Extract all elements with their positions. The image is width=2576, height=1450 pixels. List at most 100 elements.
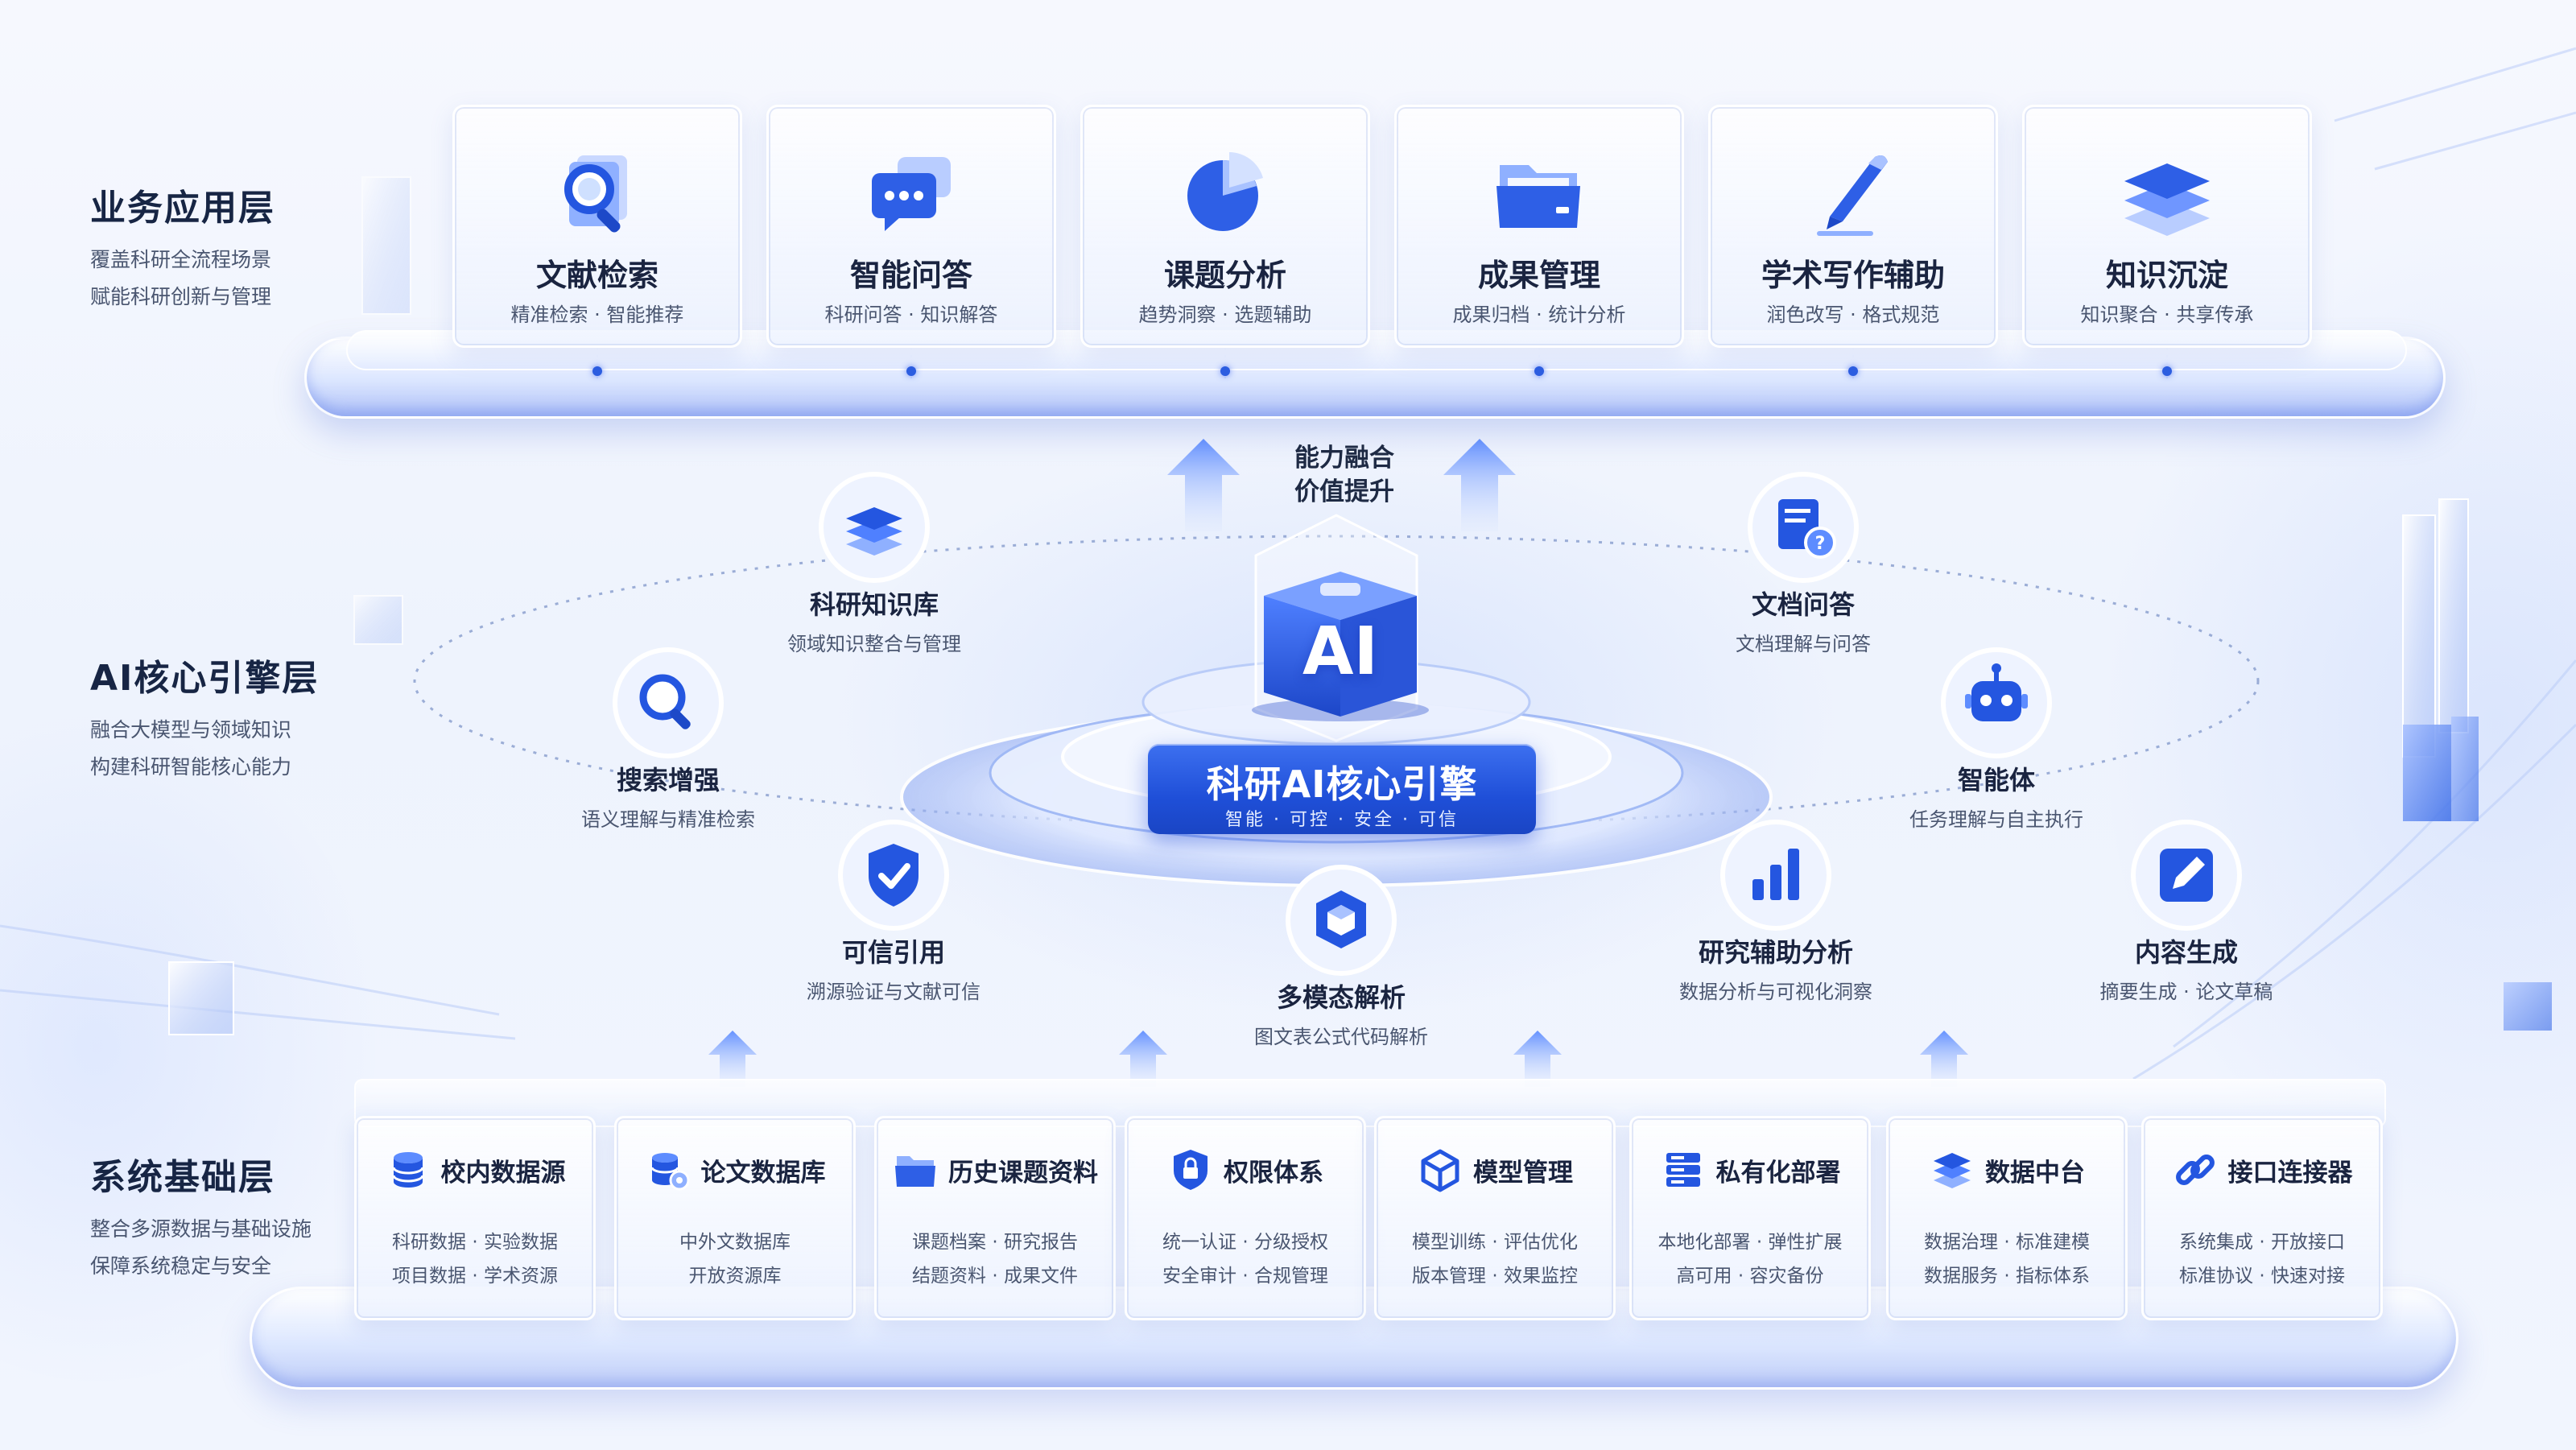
edit-icon <box>2131 820 2242 931</box>
lock-shield-icon <box>1174 1150 1208 1190</box>
app-subtitle: 趋势洞察 · 选题辅助 <box>1138 304 1312 326</box>
capability-subtitle: 文档理解与问答 <box>1736 633 1871 655</box>
bar-chart-icon <box>1720 820 1831 931</box>
app-card-topic-analysis[interactable]: 课题分析 趋势洞察 · 选题辅助 <box>1080 105 1370 376</box>
search-icon <box>613 647 724 758</box>
foundation-title: 论文数据库 <box>700 1158 826 1188</box>
layer-title: 系统基础层 <box>90 1157 275 1198</box>
foundation-title: 数据中台 <box>1985 1158 2085 1188</box>
foundation-line: 高可用 · 容灾备份 <box>1676 1266 1824 1287</box>
core-engine-banner[interactable]: 科研AI核心引擎 智能 · 可控 · 安全 · 可信 <box>1148 744 1536 834</box>
app-card-academic-writing[interactable]: 学术写作辅助 润色改写 · 格式规范 <box>1708 105 1998 376</box>
capability-trusted-citation[interactable]: 可信引用 溯源验证与文献可信 <box>741 815 1046 1004</box>
layer-desc-line: 赋能科研创新与管理 <box>90 285 272 308</box>
capability-multimodal-parsing[interactable]: 多模态解析 图文表公式代码解析 <box>1188 860 1494 1049</box>
foundation-line: 数据服务 · 指标体系 <box>1924 1266 2090 1287</box>
layer-desc-line: 融合大模型与领域知识 <box>90 718 292 742</box>
robot-icon <box>1941 647 2052 758</box>
foundation-card-paper-database[interactable]: 论文数据库 中外文数据库 开放资源库 <box>614 1116 856 1320</box>
app-subtitle: 科研问答 · 知识解答 <box>824 304 998 326</box>
foundation-line: 数据治理 · 标准建模 <box>1924 1232 2090 1253</box>
app-card-smart-qa[interactable]: 智能问答 科研问答 · 知识解答 <box>766 105 1056 376</box>
foundation-line: 版本管理 · 效果监控 <box>1412 1266 1578 1287</box>
foundation-line: 项目数据 · 学术资源 <box>392 1266 558 1287</box>
server-icon <box>1666 1153 1700 1187</box>
foundation-line: 课题档案 · 研究报告 <box>912 1232 1078 1253</box>
cube-icon <box>1286 865 1397 976</box>
ai-core-cube-icon <box>1252 572 1429 721</box>
foundation-title: 历史课题资料 <box>948 1158 1098 1188</box>
layer-desc-line: 覆盖科研全流程场景 <box>90 248 272 271</box>
capability-document-qa[interactable]: ? 文档问答 文档理解与问答 <box>1650 467 1956 656</box>
foundation-line: 结题资料 · 成果文件 <box>912 1266 1078 1287</box>
application-layer-label: 业务应用层 覆盖科研全流程场景 赋能科研创新与管理 <box>90 179 275 316</box>
foundation-line: 模型训练 · 评估优化 <box>1412 1232 1578 1253</box>
capability-knowledge-base[interactable]: 科研知识库 领域知识整合与管理 <box>721 467 1027 656</box>
foundation-line: 开放资源库 <box>688 1266 782 1287</box>
app-title: 文献检索 <box>535 258 658 293</box>
capability-content-generation[interactable]: 内容生成 摘要生成 · 论文草稿 <box>2033 815 2339 1004</box>
layer-desc-line: 整合多源数据与基础设施 <box>90 1217 312 1241</box>
foundation-card-api-connector[interactable]: 接口连接器 系统集成 · 开放接口 标准协议 · 快速对接 <box>2141 1116 2383 1320</box>
app-title: 知识沉淀 <box>2105 258 2228 293</box>
flow-label-line: 价值提升 <box>1294 477 1394 506</box>
foundation-title: 接口连接器 <box>2227 1158 2353 1188</box>
connector-dot <box>592 366 602 376</box>
foundation-card-historical-topics[interactable]: 历史课题资料 课题档案 · 研究报告 结题资料 · 成果文件 <box>874 1116 1116 1320</box>
foundation-line: 系统集成 · 开放接口 <box>2179 1232 2345 1253</box>
layers-icon <box>2124 163 2210 236</box>
capability-title: 搜索增强 <box>616 765 720 795</box>
capability-title: 可信引用 <box>841 937 945 968</box>
foundation-title: 校内数据源 <box>440 1158 566 1188</box>
capability-subtitle: 溯源验证与文献可信 <box>807 981 980 1003</box>
chat-bubble-icon <box>872 157 951 231</box>
foundation-card-private-deployment[interactable]: 私有化部署 本地化部署 · 弹性扩展 高可用 · 容灾备份 <box>1629 1116 1871 1320</box>
connector-dot <box>1220 366 1230 376</box>
foundation-line: 统一认证 · 分级授权 <box>1162 1232 1328 1253</box>
app-card-knowledge-accumulation[interactable]: 知识沉淀 知识聚合 · 共享传承 <box>2022 105 2312 376</box>
capability-title: 智能体 <box>1957 765 2035 795</box>
capability-subtitle: 数据分析与可视化洞察 <box>1679 981 1872 1003</box>
flow-label-line: 能力融合 <box>1294 444 1394 473</box>
foundation-line: 中外文数据库 <box>679 1232 791 1253</box>
foundation-title: 私有化部署 <box>1715 1158 1841 1188</box>
layers-icon <box>1934 1153 1971 1188</box>
search-document-icon <box>564 155 627 233</box>
foundation-line: 安全审计 · 合规管理 <box>1162 1266 1328 1287</box>
capability-subtitle: 语义理解与精准检索 <box>581 808 755 831</box>
core-engine-title: 科研AI核心引擎 <box>1206 762 1478 806</box>
app-subtitle: 知识聚合 · 共享传承 <box>2080 304 2254 326</box>
link-icon <box>2175 1155 2215 1185</box>
foundation-title: 权限体系 <box>1224 1158 1323 1188</box>
foundation-card-campus-data[interactable]: 校内数据源 科研数据 · 实验数据 项目数据 · 学术资源 <box>354 1116 596 1320</box>
connector-dot <box>2162 366 2172 376</box>
capability-search-enhancement[interactable]: 搜索增强 语义理解与精准检索 <box>515 642 821 832</box>
app-title: 智能问答 <box>849 258 972 293</box>
connector-dot <box>1534 366 1544 376</box>
capability-title: 文档问答 <box>1751 589 1855 620</box>
capability-research-analysis[interactable]: 研究辅助分析 数据分析与可视化洞察 <box>1623 815 1929 1004</box>
foundation-line: 本地化部署 · 弹性扩展 <box>1657 1232 1843 1253</box>
layer-desc-line: 保障系统稳定与安全 <box>90 1254 272 1278</box>
layer-title: 业务应用层 <box>90 188 275 229</box>
shield-check-icon <box>838 820 949 931</box>
app-card-achievement-management[interactable]: 成果管理 成果归档 · 统计分析 <box>1394 105 1684 376</box>
pie-chart-icon <box>1187 152 1263 231</box>
app-title: 课题分析 <box>1163 258 1286 293</box>
layer-title: AI核心引擎层 <box>90 658 320 699</box>
app-subtitle: 成果归档 · 统计分析 <box>1452 304 1626 326</box>
app-subtitle: 精准检索 · 智能推荐 <box>510 304 684 326</box>
foundation-line: 科研数据 · 实验数据 <box>392 1232 558 1253</box>
ai-badge: AI <box>1302 613 1378 690</box>
folder-icon <box>1496 165 1580 228</box>
foundation-card-model-management[interactable]: 模型管理 模型训练 · 评估优化 版本管理 · 效果监控 <box>1374 1116 1616 1320</box>
capability-title: 内容生成 <box>2134 937 2238 968</box>
foundation-card-data-platform[interactable]: 数据中台 数据治理 · 标准建模 数据服务 · 指标体系 <box>1886 1116 2128 1320</box>
capability-subtitle: 摘要生成 · 论文草稿 <box>2099 981 2273 1003</box>
app-title: 成果管理 <box>1477 258 1600 293</box>
app-card-literature-search[interactable]: 文献检索 精准检索 · 智能推荐 <box>452 105 742 376</box>
flow-label: 能力融合 价值提升 <box>1256 441 1433 509</box>
foundation-card-permission-system[interactable]: 权限体系 统一认证 · 分级授权 安全审计 · 合规管理 <box>1125 1116 1366 1320</box>
foundation-layer-label: 系统基础层 整合多源数据与基础设施 保障系统稳定与安全 <box>90 1148 312 1285</box>
capability-agent[interactable]: 智能体 任务理解与自主执行 <box>1843 642 2149 832</box>
